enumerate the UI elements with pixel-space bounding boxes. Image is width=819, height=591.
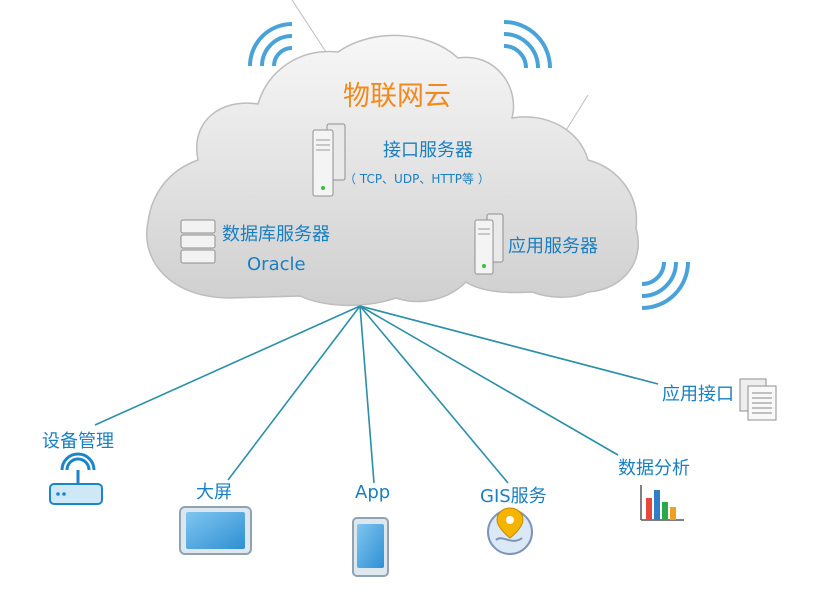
router-icon [49, 452, 103, 505]
cloud-title: 物联网云 [343, 81, 451, 112]
server-icon [474, 213, 504, 275]
app-server-label: 应用服务器 [508, 236, 598, 257]
wifi-signal-icon [248, 22, 293, 67]
interface-server-label: 接口服务器 [383, 140, 473, 161]
device-mgmt-label: 设备管理 [42, 431, 114, 452]
wifi-signal-icon [503, 20, 552, 69]
data-analysis-label: 数据分析 [618, 458, 690, 479]
server-icon [312, 123, 346, 197]
app-interface-label: 应用接口 [662, 384, 734, 405]
link-device-mgmt [94, 305, 361, 426]
document-icon [739, 378, 777, 421]
db-server-label: 数据库服务器 [222, 224, 330, 245]
gis-label: GIS服务 [480, 486, 547, 507]
link-data-analysis [359, 305, 619, 456]
link-app [359, 305, 375, 484]
phone-icon [352, 517, 389, 577]
bar-chart-icon [640, 485, 684, 521]
db-name-label: Oracle [247, 254, 306, 275]
cloud-shape [146, 34, 639, 307]
link-big-screen [227, 305, 361, 481]
interface-protocols-label: （ TCP、UDP、HTTP等 ） [344, 172, 490, 186]
app-label: App [355, 482, 391, 503]
map-pin-icon [487, 507, 533, 555]
link-gis [359, 305, 509, 484]
wifi-signal-icon [641, 261, 690, 310]
link-app-interface [359, 305, 659, 385]
cloud-link-line [291, 0, 331, 59]
database-icon [180, 219, 216, 264]
big-screen-label: 大屏 [196, 482, 232, 503]
connection-lines [94, 305, 659, 484]
tablet-icon [179, 506, 252, 555]
